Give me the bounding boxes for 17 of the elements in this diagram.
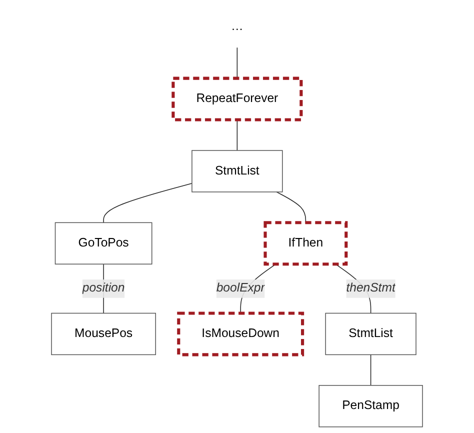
connector <box>276 192 306 224</box>
node-box: PenStamp <box>318 385 423 428</box>
node-box: IsMouseDown <box>177 312 304 356</box>
edge-label: thenStmt <box>346 282 396 295</box>
connector <box>370 354 372 386</box>
node-box: IfThen <box>264 221 348 266</box>
node-text: … <box>231 20 244 34</box>
connector <box>236 47 238 79</box>
edge-label: position <box>82 282 125 295</box>
connector <box>236 119 238 151</box>
node-box: MousePos <box>51 312 156 356</box>
edge-label: boolExpr <box>216 282 265 295</box>
node-box: StmtList <box>325 312 416 356</box>
node-box: GoToPos <box>54 222 152 264</box>
node-box: StmtList <box>192 150 283 192</box>
connector <box>103 183 192 224</box>
node-box: RepeatForever <box>172 76 303 122</box>
